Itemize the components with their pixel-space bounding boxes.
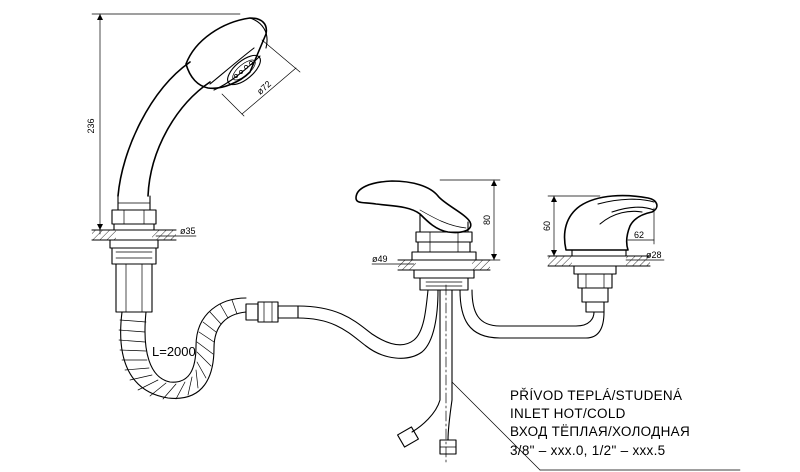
dim-spout-base: ø28 [646, 250, 662, 260]
dim-handshower-base: ø35 [180, 226, 196, 236]
hand-shower [91, 17, 268, 313]
inlet-note-czech: PŘÍVOD TEPLÁ/STUDENÁ [510, 388, 682, 403]
shower-hose [118, 297, 299, 400]
mixer-body [355, 180, 491, 291]
inlet-note-russian: ВХОД ТЁПЛАЯ/ХОЛОДНАЯ [510, 424, 690, 439]
dim-spout-reach: 62 [634, 230, 644, 240]
inlet-note-english: INLET HOT/COLD [510, 406, 626, 421]
dim-mixer-base: ø49 [372, 254, 388, 264]
dimension-lines [91, 13, 741, 471]
inlet-note-sizes: 3/8" – xxx.0, 1/2" – xxx.5 [510, 443, 665, 458]
dim-mixer-height: 80 [482, 215, 492, 225]
spout-body [547, 194, 658, 313]
dim-head-diameter: ø72 [255, 79, 273, 97]
inlet-note: PŘÍVOD TEPLÁ/STUDENÁ INLET HOT/COLD ВХОД… [510, 388, 690, 458]
dim-spout-height: 60 [542, 221, 552, 231]
dim-handshower-height: 236 [86, 118, 96, 133]
hose-length-label: L=2000 [152, 344, 196, 359]
connection-pipes [297, 284, 605, 466]
